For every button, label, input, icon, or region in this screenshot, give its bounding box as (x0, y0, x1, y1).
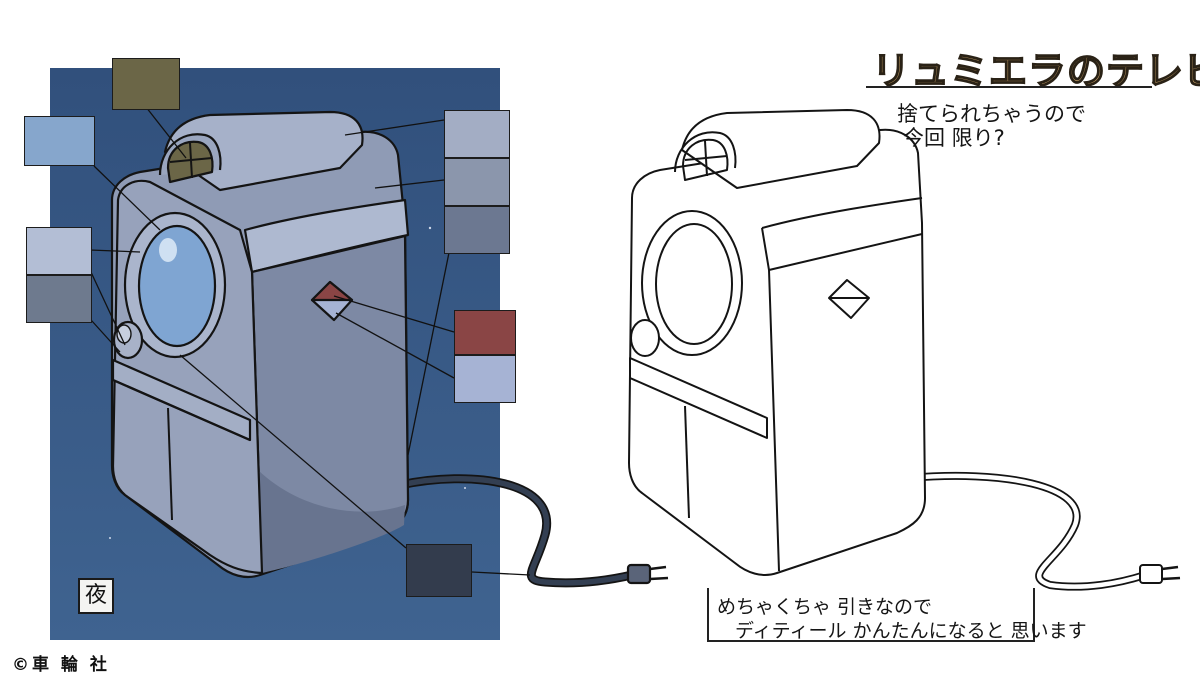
swatch-side-light (26, 227, 92, 275)
night-stamp: 夜 (78, 578, 114, 614)
colored-tv-emblem (310, 280, 354, 322)
title-underline (866, 86, 1152, 88)
lineart-tv-grille (682, 138, 729, 181)
lineart-tv-knob (630, 319, 660, 357)
swatch-emblem-light (454, 355, 516, 403)
note-top-line2: 今回 限り? (903, 126, 1005, 150)
swatch-cord-dark (406, 544, 472, 597)
swatch-screen-rim-highlight (24, 116, 95, 166)
swatch-emblem-red (454, 310, 516, 355)
colored-tv-plug (626, 563, 669, 585)
lineart-tv-screen (655, 223, 733, 345)
note-bottom-line2: ディティール かんたんになると 思います (735, 620, 1087, 642)
colored-tv (110, 110, 669, 588)
swatch-body-mid (444, 158, 510, 206)
swatch-top-light (444, 110, 510, 158)
colored-tv-grille (166, 140, 214, 184)
note-bottom-box (707, 588, 1035, 642)
swatch-body-shadow (444, 206, 510, 254)
copyright-text: ©車 輪 社 (12, 655, 110, 675)
swatch-side-shadow (26, 275, 92, 323)
swatch-grille (112, 58, 180, 110)
note-top-line1: 捨てられちゃうので (897, 102, 1086, 126)
lineart-tv-emblem (828, 279, 870, 319)
lineart-tv-cord (909, 471, 1147, 591)
colored-tv-screen (137, 224, 217, 348)
lineart-tv-plug (1139, 564, 1181, 584)
sheet-title: リュミエラのテレビ (871, 48, 1200, 94)
lineart-tv (628, 109, 1181, 591)
swatch-pointer-lines (81, 106, 531, 576)
note-bottom-line1: めちゃくちゃ 引きなので (717, 596, 933, 618)
